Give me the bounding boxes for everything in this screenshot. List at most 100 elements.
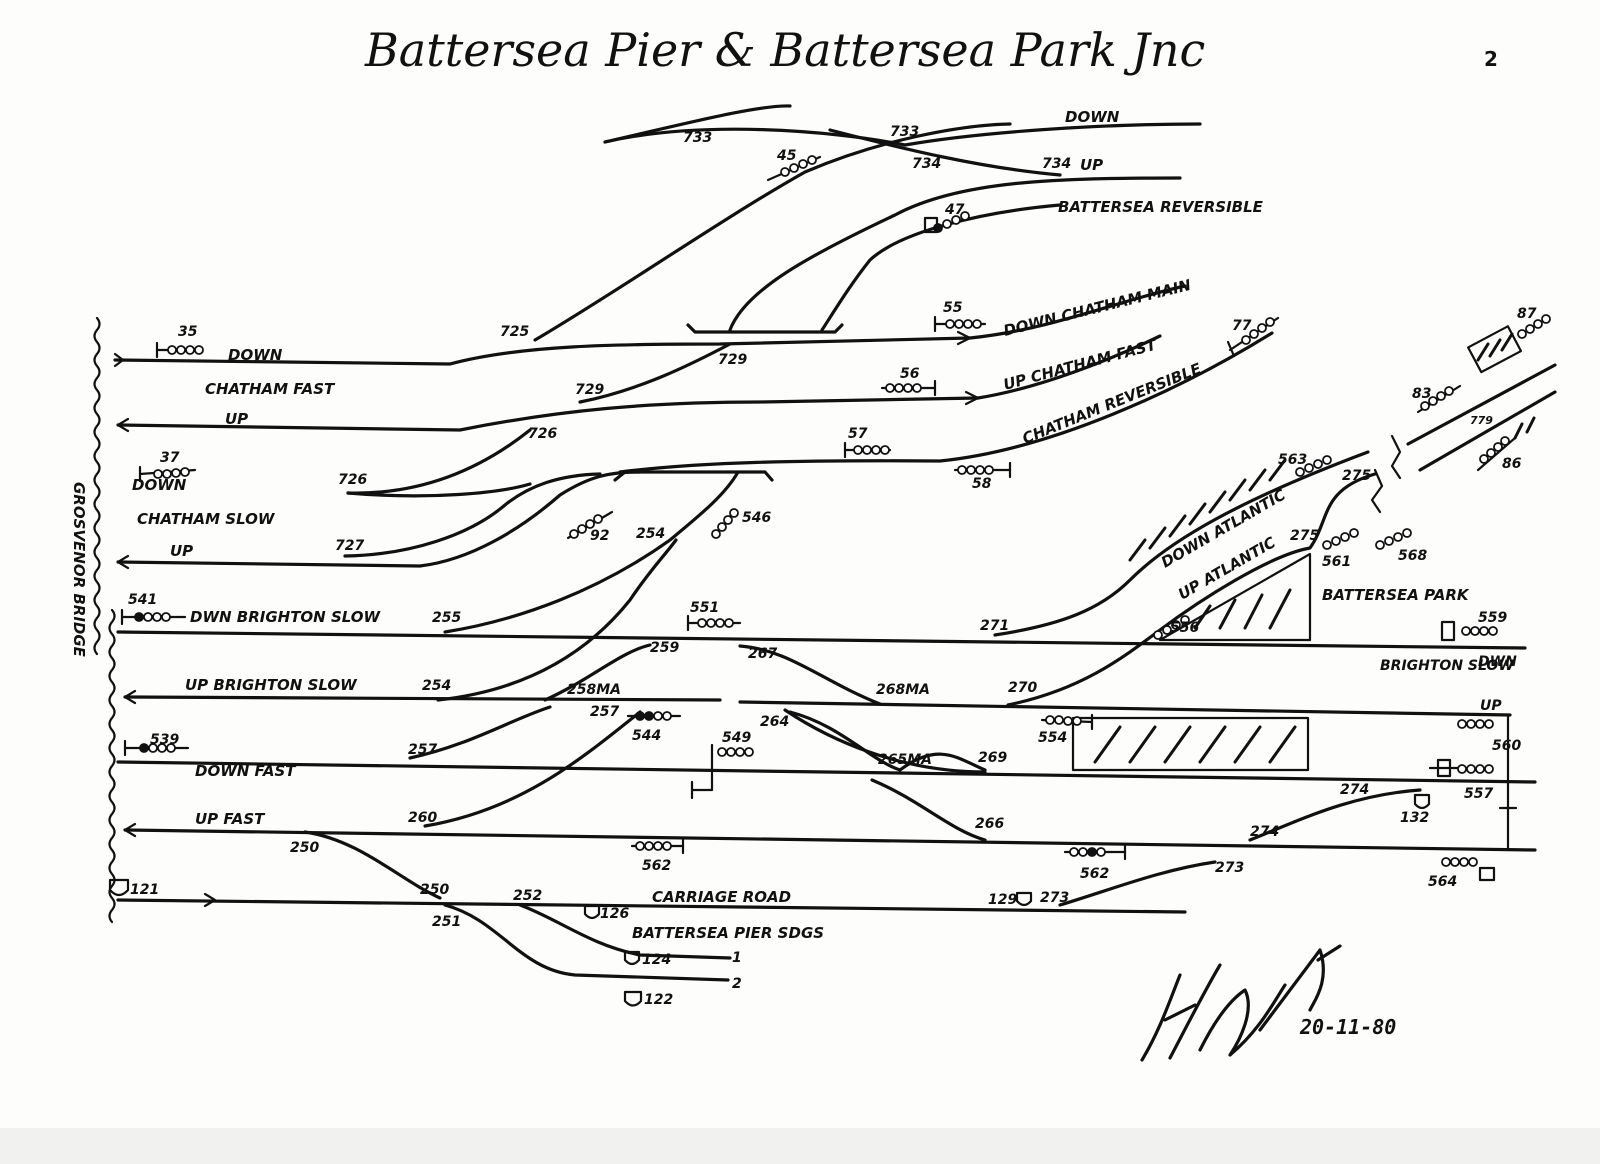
buffer-729	[686, 323, 844, 334]
point-268ma: 268MA	[876, 682, 930, 698]
point-273: 273	[1215, 860, 1244, 876]
track-257-curve	[408, 705, 552, 760]
grosvenor-bridge-label: GROSVENOR BRIDGE	[70, 482, 88, 658]
track-up-brighton-slow-2	[738, 700, 1512, 717]
track-254-curve	[443, 470, 740, 634]
point-726: 726	[338, 472, 367, 488]
signal-562: 562	[1080, 866, 1109, 882]
track-254-lower-curve	[436, 538, 678, 702]
label-battersea-pier-sidings: BATTERSEA PIER SDGS	[632, 924, 824, 942]
track-battersea-reversible-2	[820, 203, 1062, 332]
track-down-fast	[116, 760, 1537, 784]
zigzag-battersea-park-2	[1390, 434, 1402, 480]
signal-563: 563	[1278, 452, 1307, 468]
label-brighton-slow-right: BRIGHTON SLOW	[1380, 658, 1514, 674]
track-267-268ma	[738, 644, 882, 706]
signal-557: 557	[1464, 786, 1493, 802]
stop-board-122: 122	[644, 992, 673, 1008]
point-257: 257	[590, 704, 619, 720]
signal-56: 56	[900, 366, 920, 382]
point-252: 252	[513, 888, 542, 904]
label-siding-1: 1	[732, 950, 742, 966]
track-battersea-park-right	[1406, 363, 1557, 446]
point-250: 250	[420, 882, 449, 898]
point-259: 259	[650, 640, 679, 656]
track-260-curve	[423, 710, 642, 828]
arrow-up-chatham-fast-left	[116, 417, 130, 433]
point-267: 267	[748, 646, 777, 662]
signal-55: 55	[943, 300, 963, 316]
label-dwn-right: DWN	[1478, 654, 1517, 670]
point-270: 270	[1008, 680, 1037, 696]
stop-board-126: 126	[600, 906, 629, 922]
platform-small-right	[1467, 325, 1523, 374]
point-260: 260	[408, 810, 437, 826]
buffer-549	[690, 743, 714, 800]
track-727-curve	[343, 472, 602, 558]
point-779: 779	[1470, 414, 1493, 427]
arrow-carriage-road	[203, 892, 217, 908]
signal-58: 58	[972, 476, 992, 492]
track-up-fast	[123, 828, 1537, 852]
point-726: 726	[528, 426, 557, 442]
arrow-down-35	[113, 352, 125, 368]
track-chatham-slow-up	[116, 470, 642, 568]
platform-hatching	[1093, 332, 1536, 764]
signal-47: 47	[944, 202, 965, 218]
point-275: 275	[1290, 528, 1319, 544]
point-258ma: 258MA	[567, 682, 621, 698]
buffer-right	[1498, 713, 1518, 852]
grosvenor-bridge-boundary-lower	[108, 608, 116, 924]
label-battersea-reversible: BATTERSEA REVERSIBLE	[1058, 198, 1264, 216]
stop-board-132: 132	[1400, 810, 1429, 826]
signal-556: 556	[1170, 620, 1199, 636]
signature-date: 20-11-80	[1299, 1015, 1396, 1039]
signal-35: 35	[178, 324, 198, 340]
signal-57: 57	[848, 426, 868, 442]
signal-86: 86	[1502, 456, 1522, 472]
stop-board-121: 121	[130, 882, 159, 898]
point-733: 733	[683, 130, 712, 146]
sheet-number: 2	[1484, 47, 1498, 71]
point-729: 729	[718, 352, 747, 368]
label-down-fast: DOWN FAST	[195, 762, 297, 780]
signal-560: 560	[1492, 738, 1521, 754]
point-727: 727	[335, 538, 364, 554]
point-251: 251	[432, 914, 461, 930]
track-725-curve	[533, 122, 1012, 342]
track-250-curve	[303, 830, 442, 900]
handwritten-signature	[1140, 944, 1342, 1062]
track-264-curve	[788, 710, 902, 772]
stop-board-129: 129	[988, 892, 1017, 908]
track-726-crossover	[346, 428, 532, 495]
point-254: 254	[422, 678, 451, 694]
point-257: 257	[408, 742, 437, 758]
buffer-chatham-slow	[613, 470, 774, 482]
signal-37: 37	[160, 450, 180, 466]
track-up-734	[828, 128, 1062, 177]
stop-board-124: 124	[642, 952, 671, 968]
point-274: 274	[1340, 782, 1369, 798]
track-chatham-fast-down	[113, 336, 972, 366]
signal-77: 77	[1232, 318, 1252, 334]
signal-562: 562	[642, 858, 671, 874]
diagram-title: Battersea Pier & Battersea Park Jnc	[364, 23, 1205, 77]
platform-battersea-park-slow	[1158, 552, 1312, 642]
signal-564: 564	[1428, 874, 1457, 890]
signal-544: 544	[632, 728, 661, 744]
signal-83: 83	[1412, 386, 1431, 402]
arrow-up-fast	[123, 822, 137, 838]
point-271: 271	[980, 618, 1009, 634]
track-chatham-fast-up	[116, 396, 980, 432]
track-chatham-reversible	[618, 331, 1274, 474]
point-734: 734	[912, 156, 941, 172]
arrow-up-chatham-fast	[964, 390, 980, 406]
arrow-up-brighton-slow	[123, 689, 137, 705]
track-up-brighton-slow	[123, 695, 722, 702]
track-252-siding	[518, 903, 732, 960]
track-274-273	[1248, 788, 1422, 842]
signal-549: 549	[722, 730, 751, 746]
point-269: 269	[978, 750, 1007, 766]
